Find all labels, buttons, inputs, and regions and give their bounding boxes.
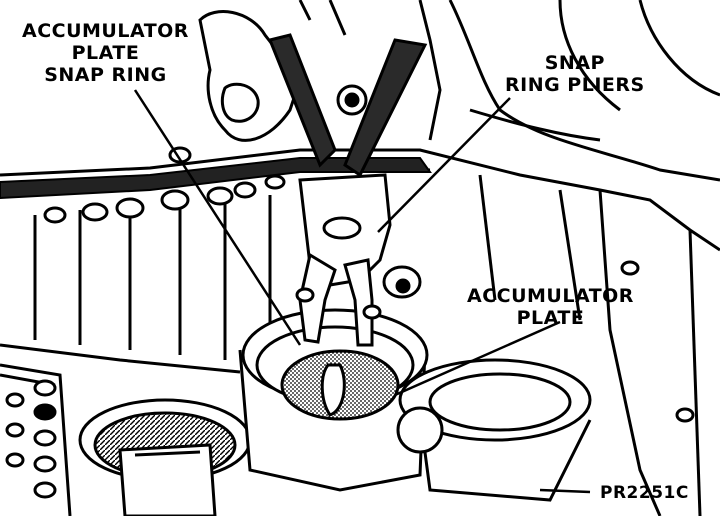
label-line: PLATE xyxy=(516,307,585,329)
leader-snap-ring xyxy=(133,89,302,346)
gasket-band xyxy=(0,157,432,200)
left-lower-panel xyxy=(0,363,72,516)
label-line: ACCUMULATOR xyxy=(22,20,189,42)
figure-id: PR2251C xyxy=(600,483,689,503)
label-snap-ring-pliers: SNAP RING PLIERS xyxy=(505,52,645,96)
leader-pliers xyxy=(377,97,511,233)
leader-accumulator-plate xyxy=(394,320,561,397)
label-accumulator-plate-snap-ring: ACCUMULATOR PLATE SNAP RING xyxy=(22,20,189,86)
label-line: SNAP xyxy=(544,52,605,74)
leader-lines xyxy=(133,89,591,494)
snap-ring-pliers xyxy=(267,33,428,347)
label-accumulator-plate: ACCUMULATOR PLATE xyxy=(467,285,634,329)
adjacent-bore xyxy=(396,358,592,502)
right-upper-housing xyxy=(448,0,720,182)
hand xyxy=(198,0,442,142)
leader-figure xyxy=(539,488,591,494)
accumulator-bore xyxy=(238,308,429,492)
label-line: ACCUMULATOR xyxy=(467,285,634,307)
bolt-holes xyxy=(43,146,695,423)
lower-bore xyxy=(78,398,252,516)
label-line: PLATE xyxy=(71,42,140,64)
label-line: RING PLIERS xyxy=(505,74,645,96)
stud-fitting xyxy=(382,265,422,299)
label-line: SNAP RING xyxy=(44,64,167,86)
